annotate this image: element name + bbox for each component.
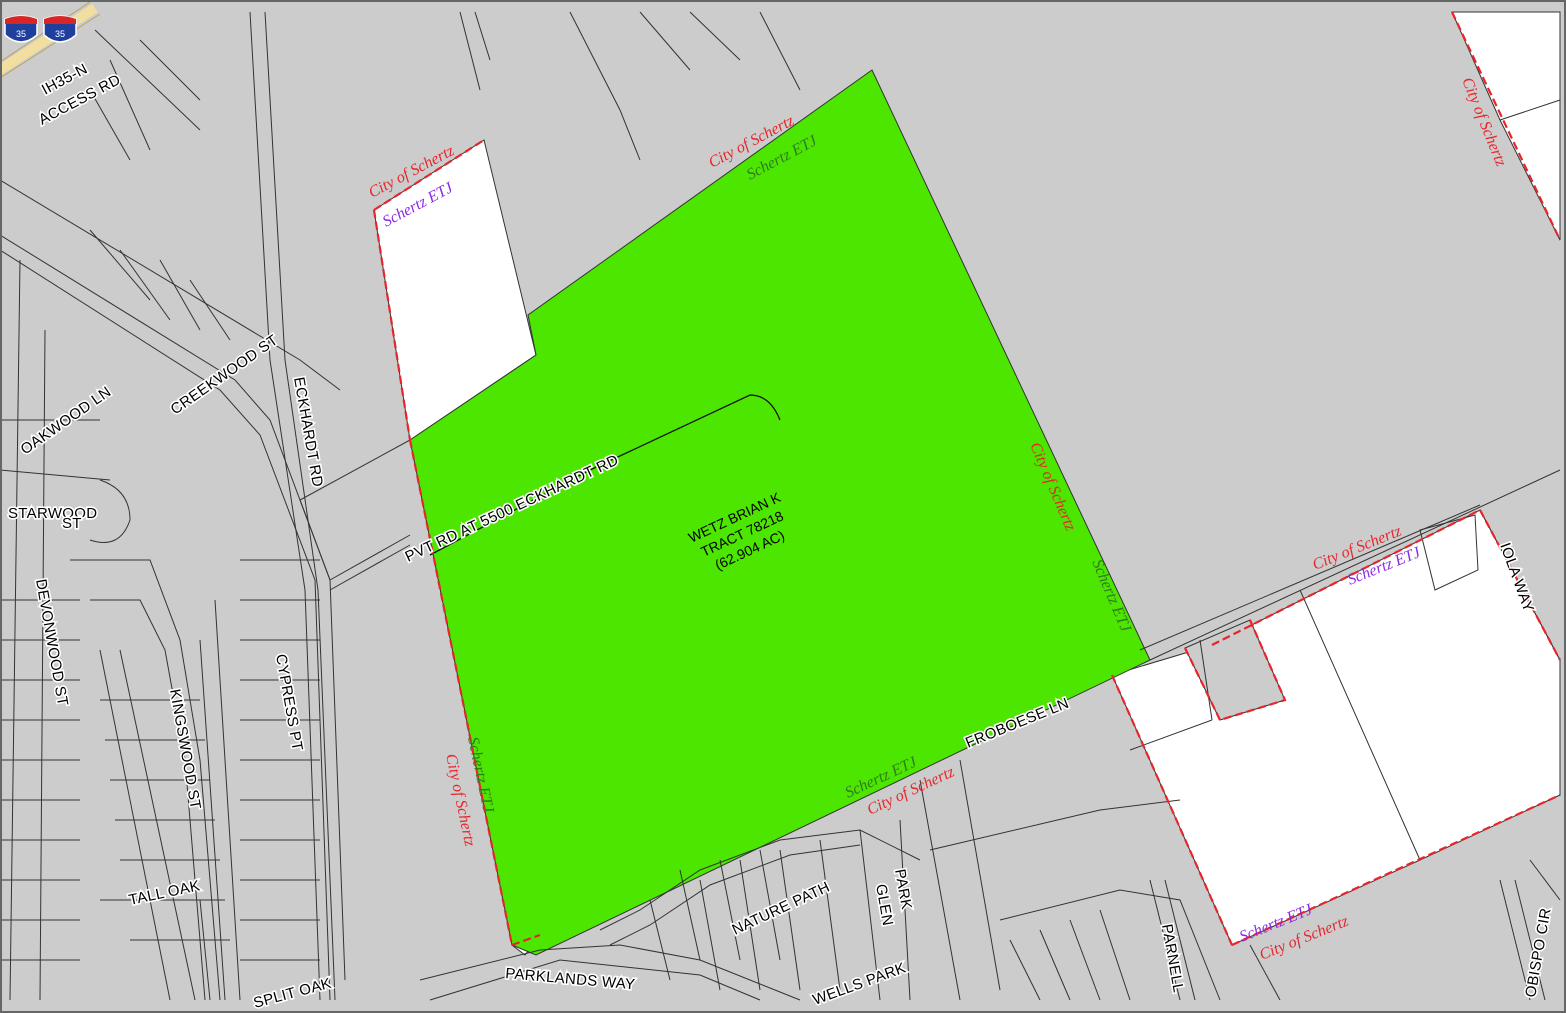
road-label-starwood-st: ST	[62, 515, 82, 532]
interstate-shield-number: 35	[16, 29, 26, 39]
parcel-lines	[0, 11, 1561, 1001]
road-label-starwood: STARWOOD	[8, 505, 97, 522]
interstate-shield-number: 35	[55, 29, 65, 39]
private-road	[429, 394, 781, 556]
subject-tract[interactable]	[409, 69, 1151, 956]
interstate-shield: 35	[4, 15, 38, 43]
interstate-shield: 35	[43, 15, 77, 43]
city-boundary-lines	[372, 11, 1561, 947]
